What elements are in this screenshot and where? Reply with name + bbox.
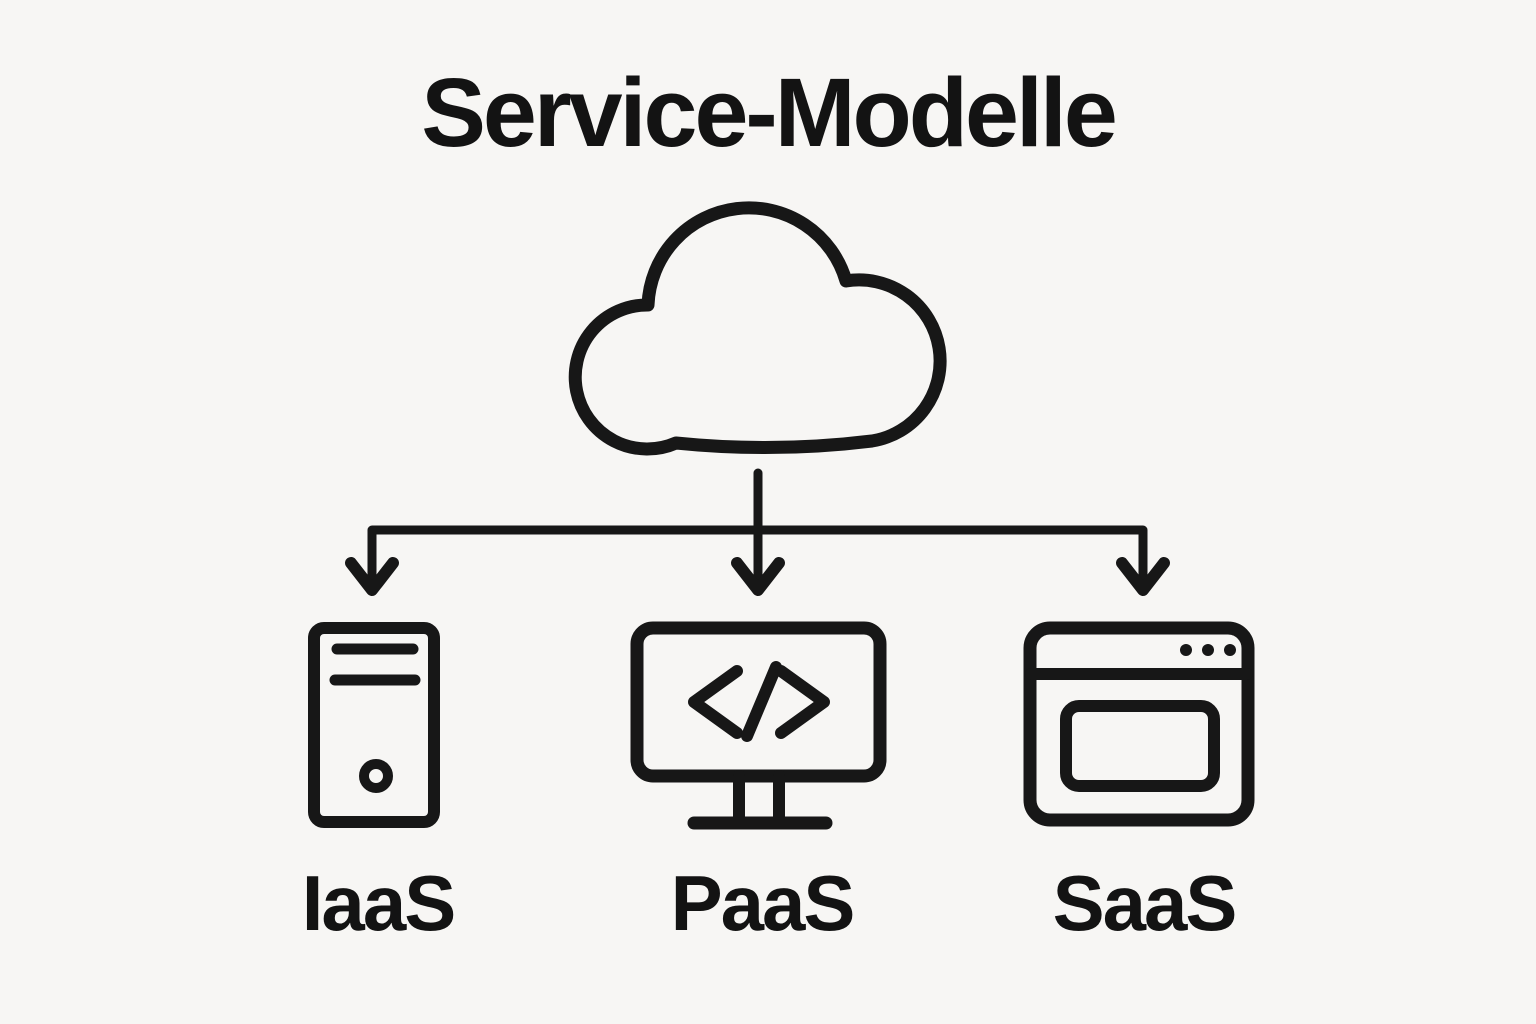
browser-window-icon <box>1023 621 1255 827</box>
arrow-down-icon-center <box>731 557 785 596</box>
branch-connector <box>345 468 1170 596</box>
code-bracket-left <box>688 665 743 739</box>
code-bracket-right <box>775 665 830 739</box>
arrow-down-icon-right <box>1116 557 1170 596</box>
node-label-iaas: IaaS <box>301 859 456 947</box>
page-title: Service-Modelle <box>421 58 1118 167</box>
node-label-saas: SaaS <box>1052 859 1238 947</box>
cloud-icon <box>568 201 947 456</box>
arrow-down-icon-left <box>345 557 399 596</box>
server-tower-icon <box>308 622 440 828</box>
code-slash <box>741 661 782 742</box>
node-label-paas: PaaS <box>670 859 856 947</box>
code-monitor-icon <box>630 621 887 830</box>
